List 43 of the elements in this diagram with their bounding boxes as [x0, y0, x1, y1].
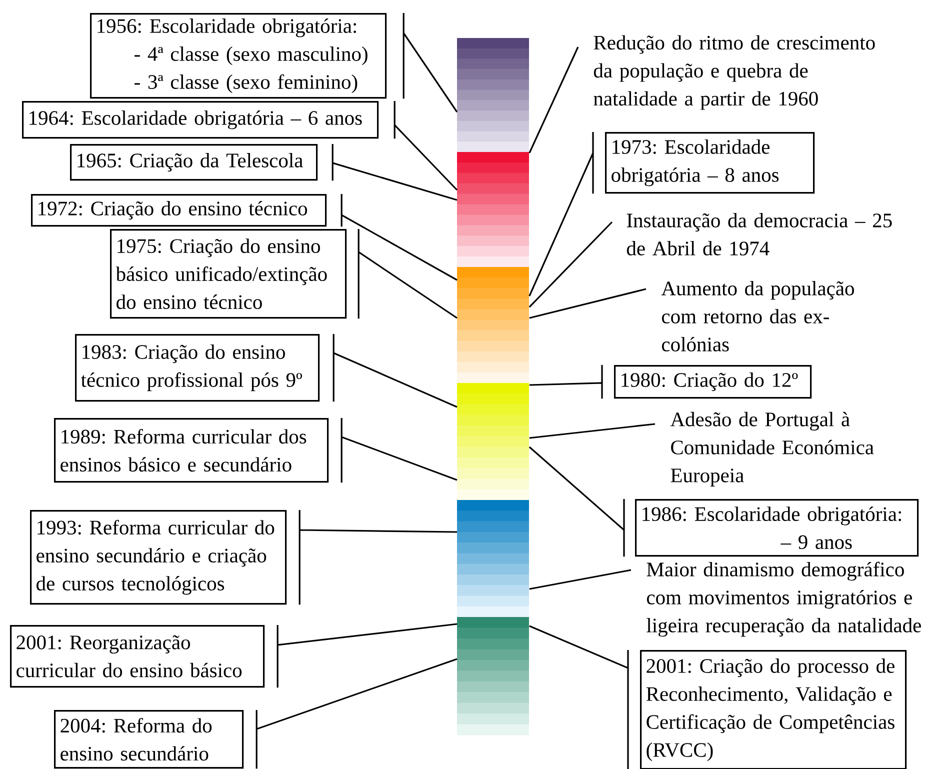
leader-line — [529, 569, 632, 590]
timeline-bar-segment — [457, 617, 529, 736]
event-box: 1993: Reforma curricular do ensino secundário e criação de cursos tecnológicos — [30, 510, 287, 605]
leader-line — [256, 658, 458, 769]
event-box: 1965: Criação da Telescola — [70, 144, 318, 181]
timeline-bar-segment — [457, 383, 529, 500]
leader-line — [276, 623, 458, 688]
event-box: 1989: Reforma curricular dos ensinos básico e secundário — [54, 418, 329, 483]
event-box: 1956: Escolaridade obrigatória: - 4ª classe (sexo masculino) - 3ª classe (sexo feminino) — [90, 13, 387, 99]
leader-line — [528, 221, 613, 308]
leader-line — [298, 509, 458, 606]
timeline-bar-segment — [457, 38, 529, 152]
leader-line — [394, 100, 458, 191]
event-box: 1964: Escolaridade obrigatória – 6 anos — [22, 101, 379, 139]
event-box: 2001: Reorganização curricular do ensino básico — [10, 625, 265, 688]
leader-line — [332, 333, 458, 408]
leader-line — [340, 417, 458, 484]
event-box: 2001: Criação do processo de Reconhecimento, Validação e Certificação de Competências (RVCC) — [640, 650, 907, 769]
leader-line — [528, 46, 579, 154]
leader-line — [529, 288, 646, 319]
event-box: 1973: Escolaridade obrigatória – 8 anos — [605, 132, 815, 194]
leader-line — [528, 131, 594, 296]
note-text: Redução do ritmo de crescimento da população e quebra de natalidade a partir de 1960 — [594, 35, 875, 110]
event-box: 1986: Escolaridade obrigatória: – 9 anos — [635, 499, 919, 557]
note-text: Instauração da democracia – 25 de Abril de 1974 — [626, 213, 892, 256]
event-box: 2004: Reforma do ensino secundário — [54, 710, 244, 769]
note-text: Aumento da população com retorno das ex-colónias — [661, 281, 854, 352]
note-text: Maior dinamismo demográfico com movimentos imigratórios e ligeira recuperação da natalidade — [646, 562, 921, 637]
leader-line — [529, 625, 629, 769]
event-box: 1980: Criação do 12º — [614, 365, 812, 399]
leader-line — [332, 143, 458, 201]
leader-line — [402, 12, 458, 112]
note-text: Adesão de Portugal à Comunidade Económica Europeia — [670, 412, 874, 486]
leader-line — [529, 423, 656, 439]
event-box: 1983: Criação do ensino técnico profissional pós 9º — [75, 334, 320, 402]
leader-line — [358, 228, 458, 320]
leader-line — [529, 364, 603, 400]
event-box: 1972: Criação do ensino técnico — [31, 194, 327, 227]
timeline-bar-segment — [457, 267, 529, 384]
timeline-bar-segment — [457, 500, 529, 618]
leader-line — [340, 193, 458, 281]
event-box: 1975: Criação do ensino básico unificado/extinção do ensino técnico — [110, 229, 347, 319]
timeline-bar-segment — [457, 152, 529, 268]
